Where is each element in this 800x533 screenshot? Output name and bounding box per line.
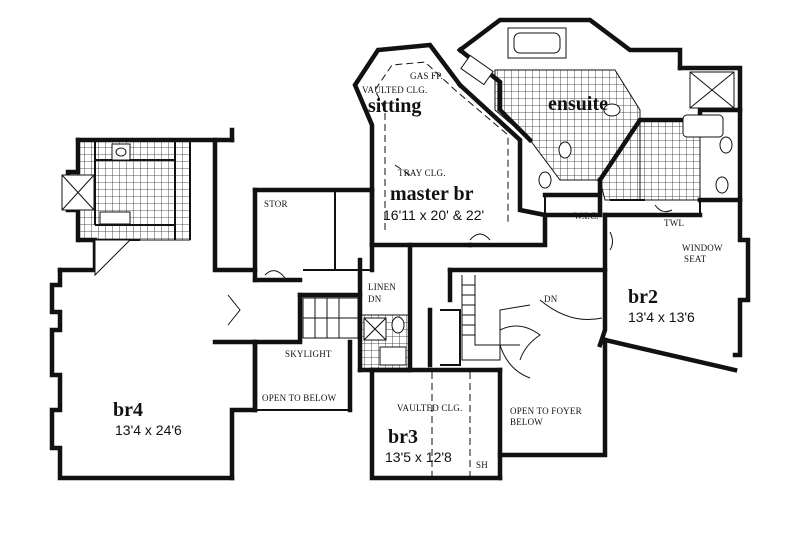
master-bedroom-dims: 16'11 x 20' & 22' — [383, 207, 484, 223]
fixtures — [61, 27, 735, 366]
vaulted-clg-br3-note: VAULTED CLG. — [397, 403, 462, 413]
br3-dims: 13'5 x 12'8 — [385, 449, 452, 465]
partitions — [78, 140, 701, 411]
ceiling-lines — [374, 61, 509, 478]
gas-fp-note: GAS FP. — [410, 71, 443, 81]
window-seat-note-2: SEAT — [684, 254, 707, 264]
stairs — [302, 275, 603, 379]
wic-note: W.I.C. — [574, 211, 599, 221]
ensuite-label: ensuite — [548, 93, 608, 115]
br2-dims: 13'4 x 13'6 — [628, 309, 695, 325]
linen-note: LINEN — [368, 282, 396, 292]
tray-clg-note: TRAY CLG. — [398, 168, 446, 178]
window-seat-note-1: WINDOW — [682, 243, 723, 253]
open-to-foyer-note-2: BELOW — [510, 417, 543, 427]
dn-right-note: DN — [544, 294, 558, 304]
sitting-label: sitting — [368, 95, 421, 117]
stor-note: STOR — [264, 199, 288, 209]
br4-dims: 13'4 x 24'6 — [115, 422, 182, 438]
open-to-below-note: OPEN TO BELOW — [262, 393, 337, 403]
master-bedroom-label: master br — [390, 183, 474, 205]
twl-note: TWL — [664, 218, 684, 228]
shelf-note: SH — [476, 460, 488, 470]
dn-left-note: DN — [368, 294, 382, 304]
br3-label: br3 — [388, 426, 418, 448]
br2-label: br2 — [628, 286, 658, 308]
door-swings — [227, 204, 673, 326]
open-to-foyer-note-1: OPEN TO FOYER — [510, 406, 582, 416]
skylight-note: SKYLIGHT — [285, 349, 332, 359]
br4-label: br4 — [113, 399, 143, 421]
vaulted-clg-sitting-note: VAULTED CLG. — [362, 85, 427, 95]
